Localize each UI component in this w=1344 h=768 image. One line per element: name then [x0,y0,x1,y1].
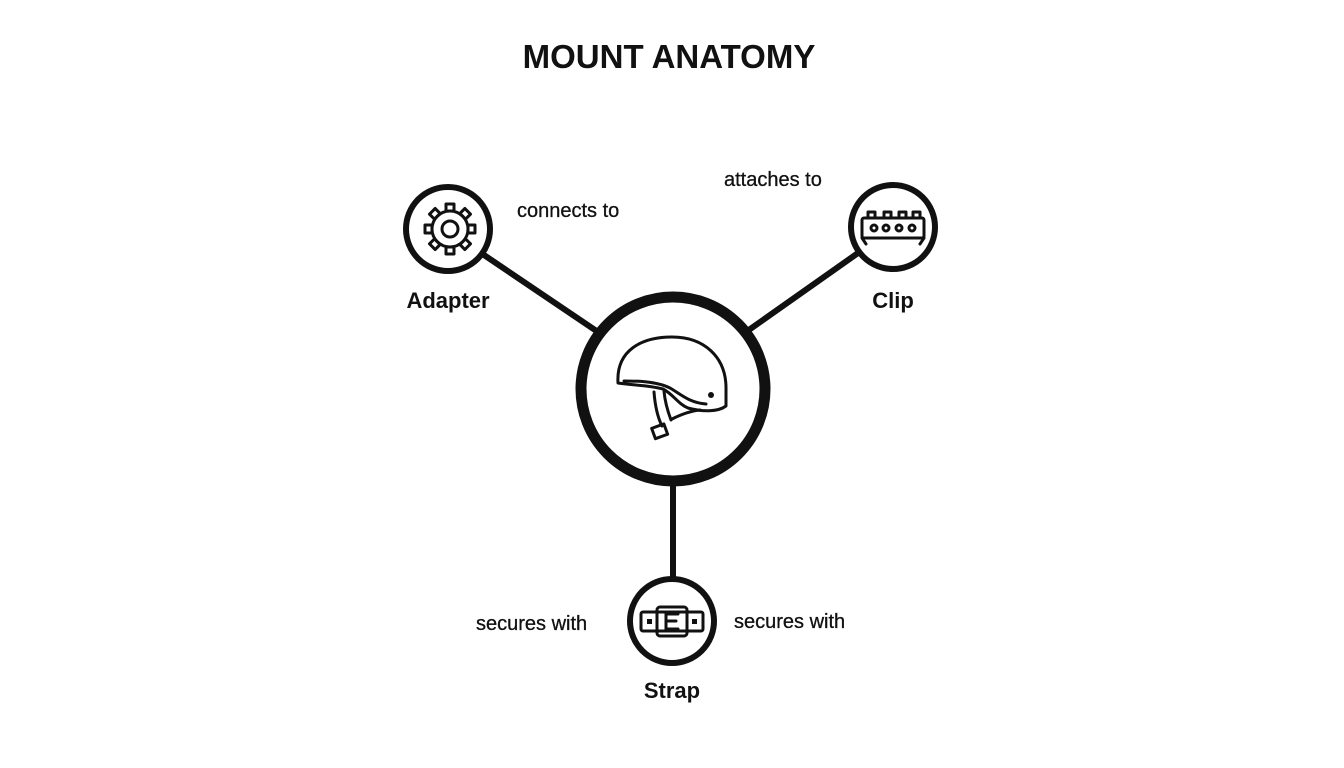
node-label-adapter: Adapter [406,288,490,313]
node-clip [848,182,938,272]
node-adapter [403,184,493,274]
edge-clip [744,250,860,335]
node-strap [627,576,717,666]
edge-label-strap-right: secures with [734,611,845,633]
edge-label-adapter: connects to [517,200,619,222]
diagram-title: MOUNT ANATOMY [523,38,816,75]
edge-label-clip: attaches to [724,169,822,191]
buckle-icon [639,605,705,638]
helmet-icon [616,335,728,441]
node-label-strap: Strap [644,678,700,703]
node-label-clip: Clip [872,288,914,313]
node-helmet [575,291,771,487]
rail-clip-icon [860,210,926,246]
edge-label-strap-left: secures with [476,613,587,635]
gear-icon [423,202,477,256]
edge-adapter [482,252,600,335]
